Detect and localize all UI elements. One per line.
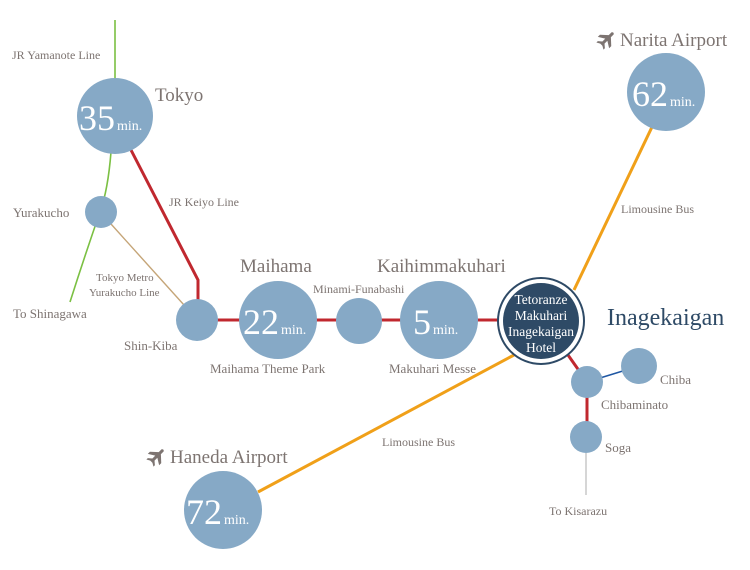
station-shin-kiba[interactable] bbox=[176, 299, 218, 341]
station-soga[interactable] bbox=[570, 421, 602, 453]
yurakucho-line-label-1: Tokyo Metro bbox=[96, 272, 154, 284]
yurakucho-line-label-2: Yurakucho Line bbox=[89, 287, 160, 299]
airplane-icon bbox=[146, 449, 164, 467]
maihama-label: Maihama bbox=[240, 256, 312, 277]
hotel-marker[interactable] bbox=[503, 283, 579, 359]
chibaminato-label: Chibaminato bbox=[601, 397, 668, 412]
limousine-bus-haneda bbox=[257, 353, 515, 494]
labels: JR Yamanote Line Tokyo JR Keiyo Line Yur… bbox=[12, 30, 728, 518]
station-kaihimmakuhari[interactable] bbox=[400, 281, 478, 359]
hotel-name-line: Inagekaigan bbox=[508, 324, 574, 339]
tokyo-label: Tokyo bbox=[155, 85, 203, 106]
haneda-bus-label: Limousine Bus bbox=[382, 435, 455, 449]
to-shinagawa-label: To Shinagawa bbox=[13, 306, 87, 321]
station-minami-funabashi[interactable] bbox=[336, 298, 382, 344]
airplane-icon bbox=[596, 32, 614, 50]
station-yurakucho[interactable] bbox=[85, 196, 117, 228]
yurakucho-label: Yurakucho bbox=[13, 205, 69, 220]
station-maihama[interactable] bbox=[239, 281, 317, 359]
soga-label: Soga bbox=[605, 440, 631, 455]
stations bbox=[77, 53, 705, 549]
yurakucho-line bbox=[110, 223, 185, 306]
to-kisarazu-label: To Kisarazu bbox=[549, 504, 607, 518]
kaihimmakuhari-label: Kaihimmakuhari bbox=[377, 256, 506, 277]
maihama-theme-park-label: Maihama Theme Park bbox=[210, 361, 326, 376]
shin-kiba-label: Shin-Kiba bbox=[124, 338, 178, 353]
yamanote-line-label: JR Yamanote Line bbox=[12, 48, 100, 62]
narita-airport-label: Narita Airport bbox=[620, 30, 728, 51]
makuhari-messe-label: Makuhari Messe bbox=[389, 361, 476, 376]
hotel-name-line: Makuhari bbox=[515, 308, 568, 323]
minami-funabashi-label: Minami-Funabashi bbox=[313, 282, 405, 296]
limousine-bus-narita bbox=[572, 126, 654, 291]
inagekaigan-label: Inagekaigan bbox=[607, 305, 724, 331]
station-chiba[interactable] bbox=[621, 348, 657, 384]
keiyo-line-label: JR Keiyo Line bbox=[169, 195, 239, 209]
haneda-airport-label: Haneda Airport bbox=[170, 447, 288, 468]
airport-narita[interactable] bbox=[627, 53, 705, 131]
station-chibaminato[interactable] bbox=[571, 366, 603, 398]
chiba-label: Chiba bbox=[660, 372, 691, 387]
station-tokyo[interactable] bbox=[77, 78, 153, 154]
hotel-name: Tetoranze Makuhari Inagekaigan Hotel bbox=[508, 292, 574, 355]
hotel-name-line: Tetoranze bbox=[514, 292, 567, 307]
hotel-name-line: Hotel bbox=[526, 340, 556, 355]
narita-bus-label: Limousine Bus bbox=[621, 202, 694, 216]
airport-haneda[interactable] bbox=[184, 471, 262, 549]
